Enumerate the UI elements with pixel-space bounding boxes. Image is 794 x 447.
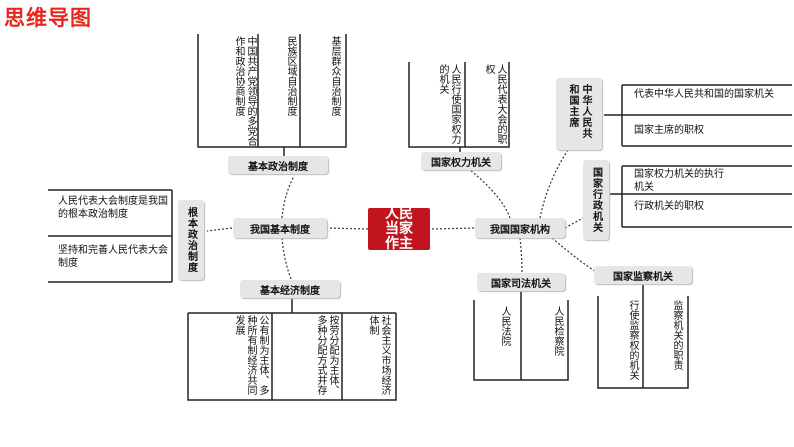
power-bracket <box>408 62 510 148</box>
label-basic-economic: 基本经济制度 <box>240 280 340 298</box>
label-admin-organ: 国家行政机关 <box>583 160 609 240</box>
label-president-text: 中华人民共和国主席 <box>567 84 591 139</box>
supervision-item-2: 监察机关的职责 <box>671 300 682 370</box>
connector-right-president <box>539 149 569 219</box>
political-item-3: 基层群众自治制度 <box>329 36 340 116</box>
connector-right-supervision <box>551 237 599 274</box>
economic-bracket <box>187 313 397 401</box>
label-judicial-organ: 国家司法机关 <box>477 273 565 291</box>
page-title: 思维导图 <box>4 6 92 30</box>
connector-center-right <box>431 227 476 230</box>
label-supervision-organ: 国家监察机关 <box>594 266 692 284</box>
power-item-1: 人民行使国家权力的机关 <box>437 64 460 144</box>
connector-right-power <box>469 169 511 219</box>
political-item-1: 中国共产党领导的多党合作和政治协商制度 <box>233 36 256 146</box>
connector-right-admin <box>564 217 584 229</box>
president-item-1: 代表中华人民共和国的国家机关 <box>634 89 774 100</box>
power-item-2: 人民代表大会的职权 <box>483 64 506 144</box>
label-power-organ: 国家权力机关 <box>421 152 501 170</box>
judicial-item-1: 人民法院 <box>499 306 510 346</box>
connector-center-left <box>325 227 369 230</box>
label-president: 中华人民共和国主席 <box>556 78 602 150</box>
fundamental-item-1: 人民代表大会制度是我国的根本政治制度 <box>58 196 168 220</box>
president-item-2: 国家主席的职权 <box>634 125 704 136</box>
label-basic-political: 基本政治制度 <box>228 156 328 174</box>
economic-item-1: 公有制为主体、多种所有制经济共同发展 <box>233 315 268 395</box>
fundamental-bracket <box>48 189 173 283</box>
political-bracket <box>197 34 347 148</box>
admin-bracket <box>621 165 792 228</box>
supervision-item-1: 行使监察权的机关 <box>627 300 638 380</box>
admin-item-1: 国家权力机关的执行机关 <box>634 169 724 193</box>
economic-item-2: 按劳分配为主体、多种分配方式并存 <box>315 315 338 395</box>
center-text: 人民当家作主 <box>385 205 413 252</box>
hub-state-organs: 我国国家机构 <box>475 218 565 238</box>
label-fundamental-political: 根本政治制度 <box>178 200 204 280</box>
connector-left-fundamental <box>206 227 233 232</box>
admin-item-2: 行政机关的职权 <box>634 201 704 212</box>
judicial-item-2: 人民检察院 <box>552 306 563 356</box>
connector-left-economic <box>281 237 293 282</box>
fundamental-item-2: 坚持和完善人民代表大会制度 <box>58 245 168 269</box>
connector-left-political <box>281 175 295 219</box>
political-item-2: 民族区域自治制度 <box>285 36 296 116</box>
center-node: 人民当家作主 <box>368 205 430 252</box>
hub-basic-systems: 我国基本制度 <box>233 218 327 238</box>
connector-right-judicial <box>519 237 523 274</box>
economic-item-3: 社会主义市场经济体制 <box>367 315 390 395</box>
